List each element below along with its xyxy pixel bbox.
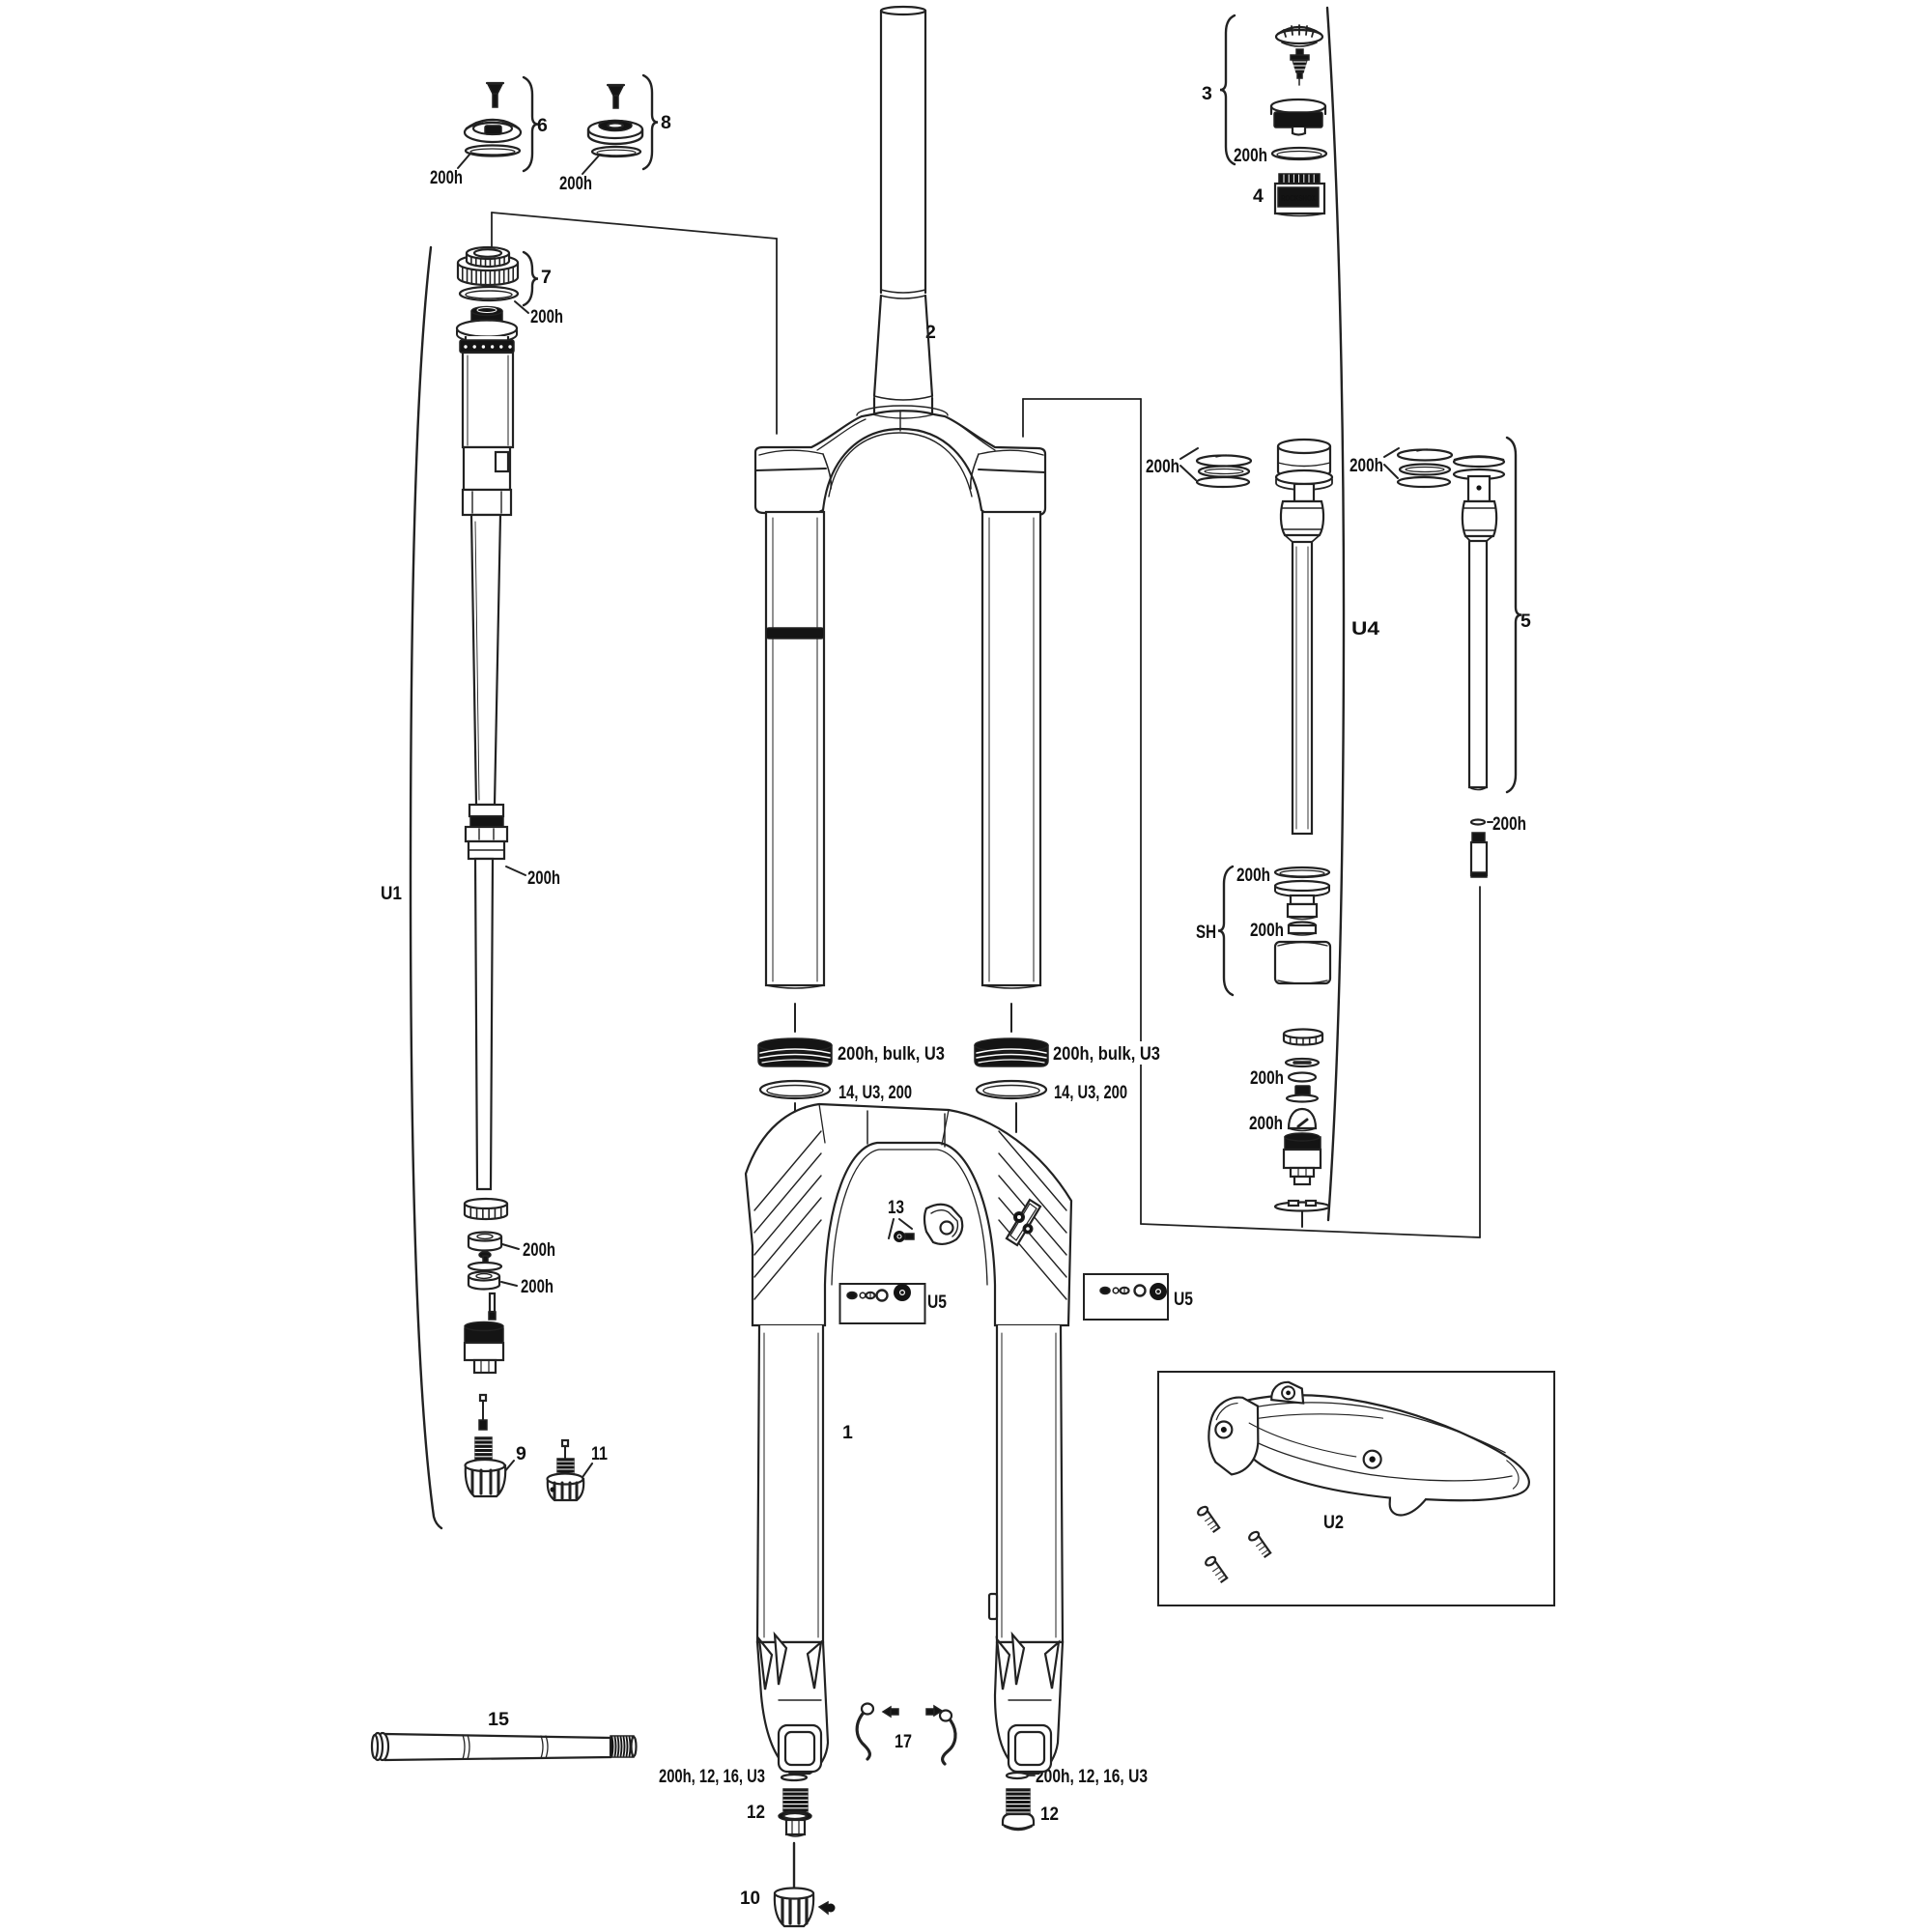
svg-text:200h: 200h [1250, 920, 1284, 941]
svg-text:U2: U2 [1323, 1512, 1344, 1533]
svg-text:200h, bulk, U3: 200h, bulk, U3 [1053, 1043, 1160, 1065]
svg-text:14, U3, 200: 14, U3, 200 [1054, 1082, 1127, 1103]
svg-text:200h, 12, 16, U3: 200h, 12, 16, U3 [659, 1766, 765, 1787]
svg-text:200h, 12, 16, U3: 200h, 12, 16, U3 [1036, 1766, 1148, 1787]
svg-text:12: 12 [1040, 1804, 1059, 1825]
svg-text:U5: U5 [927, 1292, 947, 1313]
svg-text:6: 6 [537, 115, 548, 136]
svg-text:200h: 200h [521, 1276, 554, 1297]
svg-text:12: 12 [747, 1802, 765, 1823]
svg-text:9: 9 [516, 1443, 526, 1464]
svg-text:U4: U4 [1351, 618, 1379, 639]
svg-text:14, U3, 200: 14, U3, 200 [838, 1082, 912, 1103]
svg-text:ROCKSHOX: ROCKSHOX [1281, 194, 1317, 203]
svg-text:11: 11 [591, 1443, 608, 1464]
svg-text:2: 2 [925, 322, 936, 343]
svg-text:200h: 200h [1250, 1067, 1284, 1089]
svg-text:200h: 200h [1146, 456, 1179, 477]
svg-text:SH: SH [1196, 922, 1216, 943]
svg-text:200h: 200h [559, 173, 592, 194]
svg-text:U5: U5 [1174, 1289, 1193, 1310]
svg-text:3: 3 [1202, 83, 1212, 104]
svg-text:200h, bulk, U3: 200h, bulk, U3 [838, 1043, 945, 1065]
svg-text:17: 17 [895, 1731, 912, 1752]
svg-text:8: 8 [661, 112, 671, 133]
svg-text:200h: 200h [527, 867, 560, 889]
svg-text:U1: U1 [381, 883, 402, 904]
svg-text:200h: 200h [1350, 455, 1383, 476]
svg-text:7: 7 [541, 267, 552, 288]
svg-text:200h: 200h [430, 167, 463, 188]
svg-text:13: 13 [888, 1197, 904, 1218]
svg-text:200h: 200h [1236, 865, 1270, 886]
svg-text:200h: 200h [530, 306, 563, 327]
svg-text:200h: 200h [1249, 1113, 1283, 1134]
svg-text:200h: 200h [1492, 813, 1526, 835]
svg-text:1: 1 [842, 1422, 853, 1443]
svg-text:4: 4 [1253, 185, 1264, 207]
svg-text:200h: 200h [523, 1239, 555, 1261]
svg-text:200h: 200h [1234, 145, 1267, 166]
svg-text:15: 15 [488, 1709, 509, 1730]
svg-text:10: 10 [740, 1888, 760, 1909]
svg-text:5: 5 [1520, 611, 1531, 632]
